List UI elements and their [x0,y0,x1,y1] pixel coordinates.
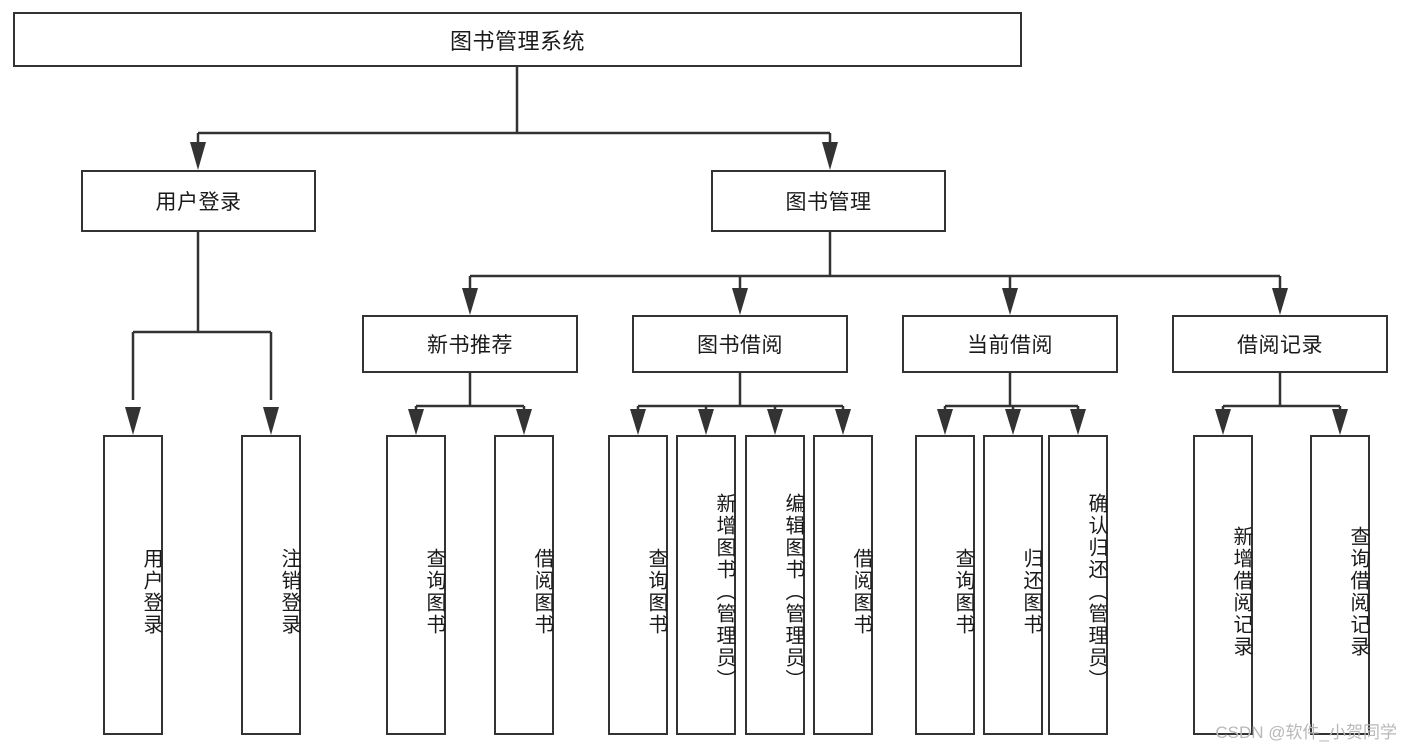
leaf-book-borrow-add-book-admin[interactable]: 新增图书（管理员） [676,435,736,735]
leaf-borrow-record-query-record[interactable]: 查询借阅记录 [1310,435,1370,735]
node-new-book-recommend[interactable]: 新书推荐 [362,315,578,373]
leaf-new-book-borrow-books[interactable]: 借阅图书 [494,435,554,735]
node-root-system[interactable]: 图书管理系统 [13,12,1022,67]
leaf-book-borrow-query-books[interactable]: 查询图书 [608,435,668,735]
leaf-label: 查询图书 [645,548,667,636]
leaf-current-borrow-query-books[interactable]: 查询图书 [915,435,975,735]
leaf-label: 新增借阅记录 [1230,526,1252,658]
leaf-label: 确认归还（管理员） [1085,493,1107,691]
leaf-new-book-query-books[interactable]: 查询图书 [386,435,446,735]
leaf-book-borrow-borrow-books[interactable]: 借阅图书 [813,435,873,735]
node-current-borrow[interactable]: 当前借阅 [902,315,1118,373]
leaf-current-borrow-return-books[interactable]: 归还图书 [983,435,1043,735]
leaf-label: 查询图书 [952,548,974,636]
leaf-book-borrow-edit-book-admin[interactable]: 编辑图书（管理员） [745,435,805,735]
leaf-label: 借阅图书 [850,548,872,636]
leaf-label: 归还图书 [1020,548,1042,636]
leaf-label: 新增图书（管理员） [713,493,735,691]
node-borrow-record[interactable]: 借阅记录 [1172,315,1388,373]
leaf-user-login-logout[interactable]: 注销登录 [241,435,301,735]
csdn-watermark: CSDN @软件_小贺同学 [1215,723,1397,742]
leaf-label: 编辑图书（管理员） [782,493,804,691]
leaf-label: 注销登录 [278,548,300,636]
leaf-label: 借阅图书 [531,548,553,636]
leaf-borrow-record-add-record[interactable]: 新增借阅记录 [1193,435,1253,735]
node-book-management[interactable]: 图书管理 [711,170,946,232]
node-user-login[interactable]: 用户登录 [81,170,316,232]
leaf-user-login-login[interactable]: 用户登录 [103,435,163,735]
node-book-borrow[interactable]: 图书借阅 [632,315,848,373]
leaf-label: 查询图书 [423,548,445,636]
leaf-label: 查询借阅记录 [1347,526,1369,658]
leaf-label: 用户登录 [140,548,162,636]
leaf-current-borrow-confirm-return-admin[interactable]: 确认归还（管理员） [1048,435,1108,735]
